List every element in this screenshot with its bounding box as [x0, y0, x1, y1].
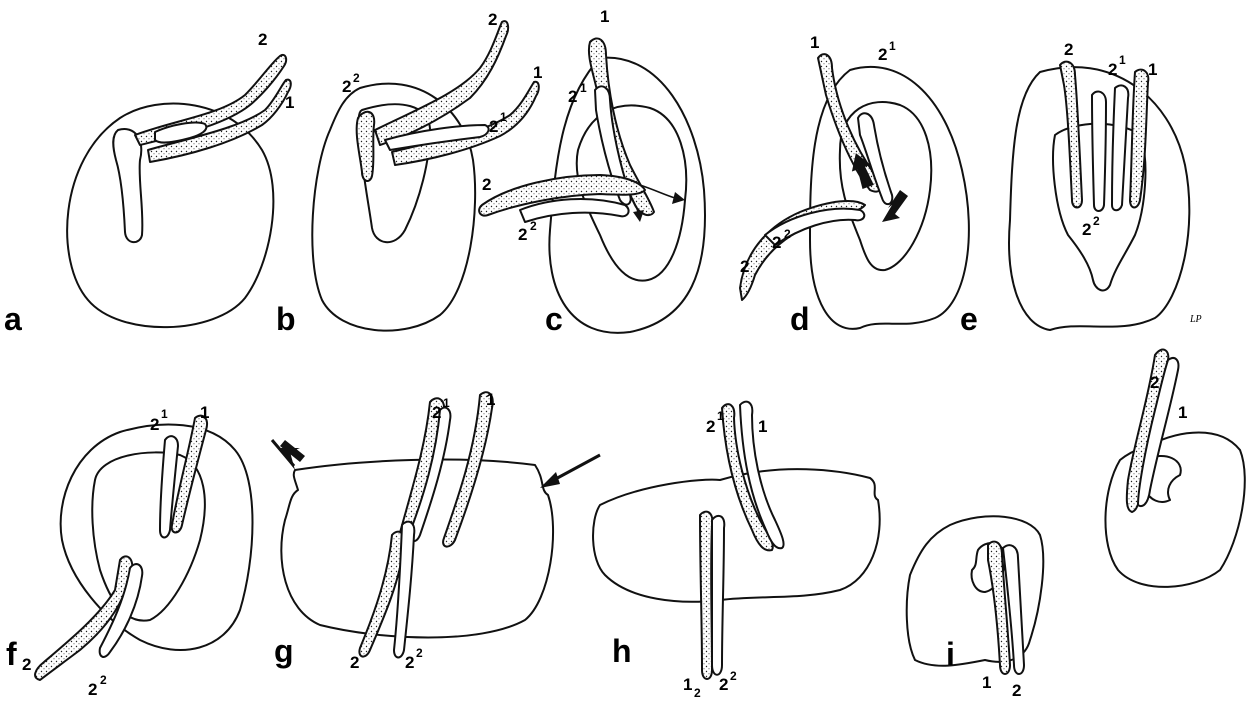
arrow-head — [633, 210, 644, 222]
nucleus-inner — [113, 129, 142, 242]
label-2: 2 — [342, 77, 351, 96]
label-2: 2 — [22, 655, 31, 674]
panel-d: 1 2 1 2 2 2 d — [740, 33, 969, 337]
label-sup-2: 2 — [416, 646, 423, 660]
label-2: 2 — [1064, 40, 1073, 59]
label-2: 2 — [1082, 220, 1091, 239]
label-2: 2 — [432, 403, 441, 422]
label-2: 2 — [740, 257, 749, 276]
panel-e: 2 2 1 1 2 2 e LP — [960, 40, 1202, 337]
cell-outline — [1105, 433, 1244, 587]
label-sup-1: 1 — [500, 110, 507, 124]
label-1: 1 — [758, 417, 767, 436]
label-1: 1 — [683, 675, 692, 694]
label-2: 2 — [518, 225, 527, 244]
chromosome-2 — [1060, 62, 1082, 208]
label-2: 2 — [878, 45, 887, 64]
panel-letter-g: g — [274, 633, 294, 669]
label-1: 1 — [600, 7, 609, 26]
signature: LP — [1189, 314, 1202, 325]
panel-letter-c: c — [545, 301, 563, 337]
label-1: 1 — [1148, 60, 1157, 79]
panel-letter-i: i — [946, 636, 955, 672]
label-2: 2 — [488, 10, 497, 29]
panel-letter-f: f — [6, 636, 17, 672]
label-1: 1 — [982, 673, 991, 692]
label-sup-1: 1 — [443, 396, 450, 410]
chromosome-2-2 — [357, 112, 375, 181]
label-sup-2: 2 — [1093, 214, 1100, 228]
arrow-head — [672, 192, 685, 204]
label-sup-1: 1 — [889, 39, 896, 53]
label-1: 1 — [285, 93, 294, 112]
chromosome-1-2 — [700, 512, 712, 679]
chromosome-2-2 — [1092, 91, 1106, 211]
label-2: 2 — [482, 175, 491, 194]
panel-extra-cell: 2 1 — [1105, 350, 1244, 587]
label-2: 2 — [1150, 373, 1159, 392]
label-sup-2: 2 — [784, 227, 791, 241]
label-2: 2 — [405, 653, 414, 672]
label-1: 1 — [486, 390, 495, 409]
label-2: 2 — [719, 675, 728, 694]
label-2: 2 — [1108, 60, 1117, 79]
label-sup-2: 2 — [530, 219, 537, 233]
panel-c: 1 2 1 2 2 2 c — [479, 7, 705, 337]
label-1: 1 — [533, 63, 542, 82]
chromosome-1 — [172, 416, 207, 533]
panel-letter-d: d — [790, 301, 810, 337]
panel-b: 2 2 2 2 1 1 b — [276, 10, 542, 337]
panel-letter-e: e — [960, 301, 978, 337]
label-2: 2 — [350, 653, 359, 672]
label-sup-1: 1 — [580, 81, 587, 95]
arrow-left — [278, 440, 305, 470]
label-2: 2 — [88, 680, 97, 699]
label-1: 1 — [1178, 403, 1187, 422]
label-sup-1: 1 — [1119, 53, 1126, 67]
label-2: 2 — [706, 417, 715, 436]
label-sub-2: 2 — [694, 686, 701, 700]
panel-g: 2 1 1 2 2 2 g — [272, 390, 600, 672]
panel-a: 2 1 a — [4, 30, 294, 337]
panel-letter-b: b — [276, 301, 296, 337]
label-2: 2 — [489, 117, 498, 136]
label-2: 2 — [150, 415, 159, 434]
label-sup-2: 2 — [353, 71, 360, 85]
panel-i: 1 2 i — [907, 516, 1044, 700]
label-2: 2 — [772, 233, 781, 252]
panel-f: 2 1 1 2 2 2 f — [6, 403, 253, 699]
label-sup-2: 2 — [730, 669, 737, 683]
panel-h: 2 1 1 1 2 2 2 h — [593, 402, 880, 700]
label-2: 2 — [258, 30, 267, 49]
label-2: 2 — [568, 87, 577, 106]
panel-letter-h: h — [612, 633, 632, 669]
panel-letter-a: a — [4, 301, 22, 337]
arrow-right — [540, 472, 560, 488]
label-sup-1: 1 — [161, 407, 168, 421]
label-sup-2: 2 — [100, 673, 107, 687]
label-1: 1 — [810, 33, 819, 52]
chromosome-2-1 — [1112, 85, 1128, 210]
chromosome-2-2 — [712, 516, 724, 675]
label-sup-1: 1 — [717, 409, 724, 423]
label-2: 2 — [1012, 681, 1021, 700]
label-1: 1 — [200, 403, 209, 422]
